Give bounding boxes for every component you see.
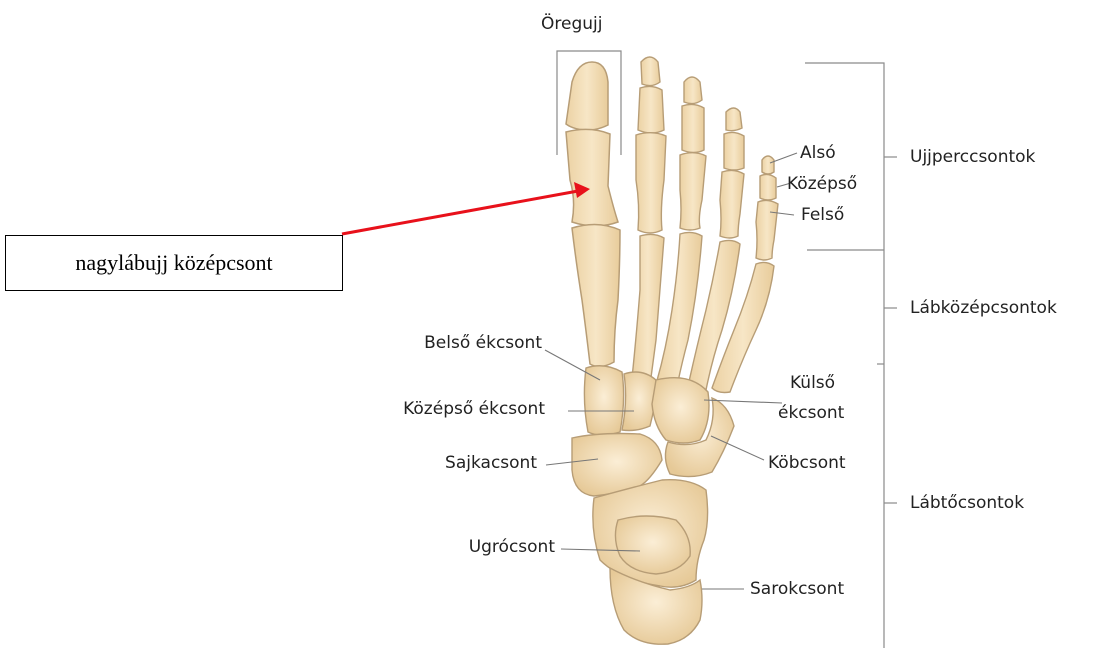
label-labtocsontok: Lábtőcsontok	[910, 493, 1024, 513]
label-kobcsont: Köbcsont	[768, 453, 846, 473]
label-also: Alsó	[800, 143, 836, 163]
label-kulso-line1: Külső	[790, 373, 835, 393]
label-belso-ekcsont: Belső ékcsont	[424, 333, 542, 353]
toe2-bones	[632, 57, 666, 385]
label-felso: Felső	[801, 205, 844, 225]
label-labkozepcsontok: Lábközépcsontok	[910, 298, 1057, 318]
label-kozepso-phalanx: Középső	[787, 174, 857, 194]
label-ugrocsont: Ugrócsont	[469, 537, 555, 557]
label-oregujj: Öregujj	[541, 14, 602, 34]
label-sarokcsont: Sarokcsont	[750, 579, 844, 599]
callout-box: nagylábujj középcsont	[5, 235, 343, 291]
callout-arrow	[342, 182, 590, 234]
callout-text: nagylábujj középcsont	[75, 250, 272, 276]
label-kozepso-ekcsont: Középső ékcsont	[403, 399, 545, 419]
hallux-bones	[566, 62, 620, 367]
label-kulso-line2: ékcsont	[778, 403, 844, 423]
label-sajkacsont: Sajkacsont	[445, 453, 537, 473]
tarsal-bones	[572, 366, 734, 644]
label-ujjperccsontok: Ujjperccsontok	[910, 147, 1035, 167]
